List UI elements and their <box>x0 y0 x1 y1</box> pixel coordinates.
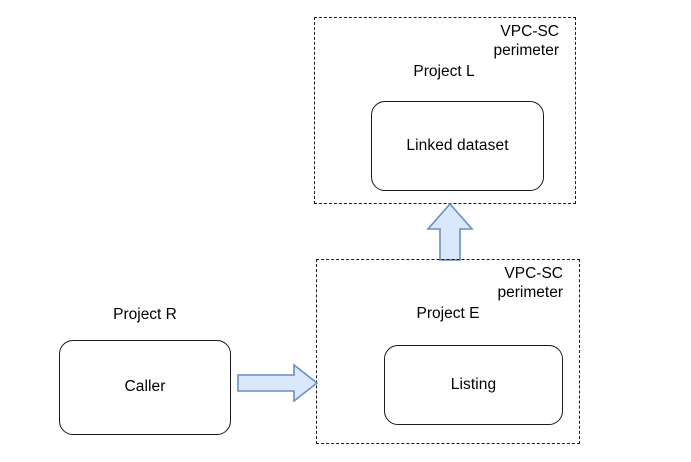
perimeter-label-lower-line2: perimeter <box>497 284 563 301</box>
arrow-up-listing-to-linked-dataset <box>426 202 474 261</box>
arrow-up-icon <box>426 202 474 261</box>
arrow-right-icon <box>237 363 319 403</box>
perimeter-label-upper: VPC-SC perimeter <box>390 22 559 60</box>
node-caller-label: Caller <box>124 378 166 396</box>
node-linked-dataset-label: Linked dataset <box>406 136 509 154</box>
node-caller[interactable]: Caller <box>59 340 231 435</box>
vpc-sc-perimeter-project-l <box>314 17 576 204</box>
vpc-sc-perimeter-project-e <box>316 259 580 444</box>
node-listing[interactable]: Listing <box>384 345 563 425</box>
project-label-r: Project R <box>113 306 177 323</box>
perimeter-label-lower: VPC-SC perimeter <box>394 264 563 302</box>
perimeter-label-upper-line2: perimeter <box>493 42 559 59</box>
perimeter-label-lower-line1: VPC-SC <box>504 265 563 282</box>
perimeter-label-upper-line1: VPC-SC <box>500 23 559 40</box>
node-listing-label: Listing <box>450 375 497 393</box>
arrow-right-caller-to-listing <box>237 363 319 403</box>
project-label-e: Project E <box>416 305 480 322</box>
project-label-l: Project L <box>413 63 475 80</box>
node-linked-dataset[interactable]: Linked dataset <box>371 101 544 191</box>
